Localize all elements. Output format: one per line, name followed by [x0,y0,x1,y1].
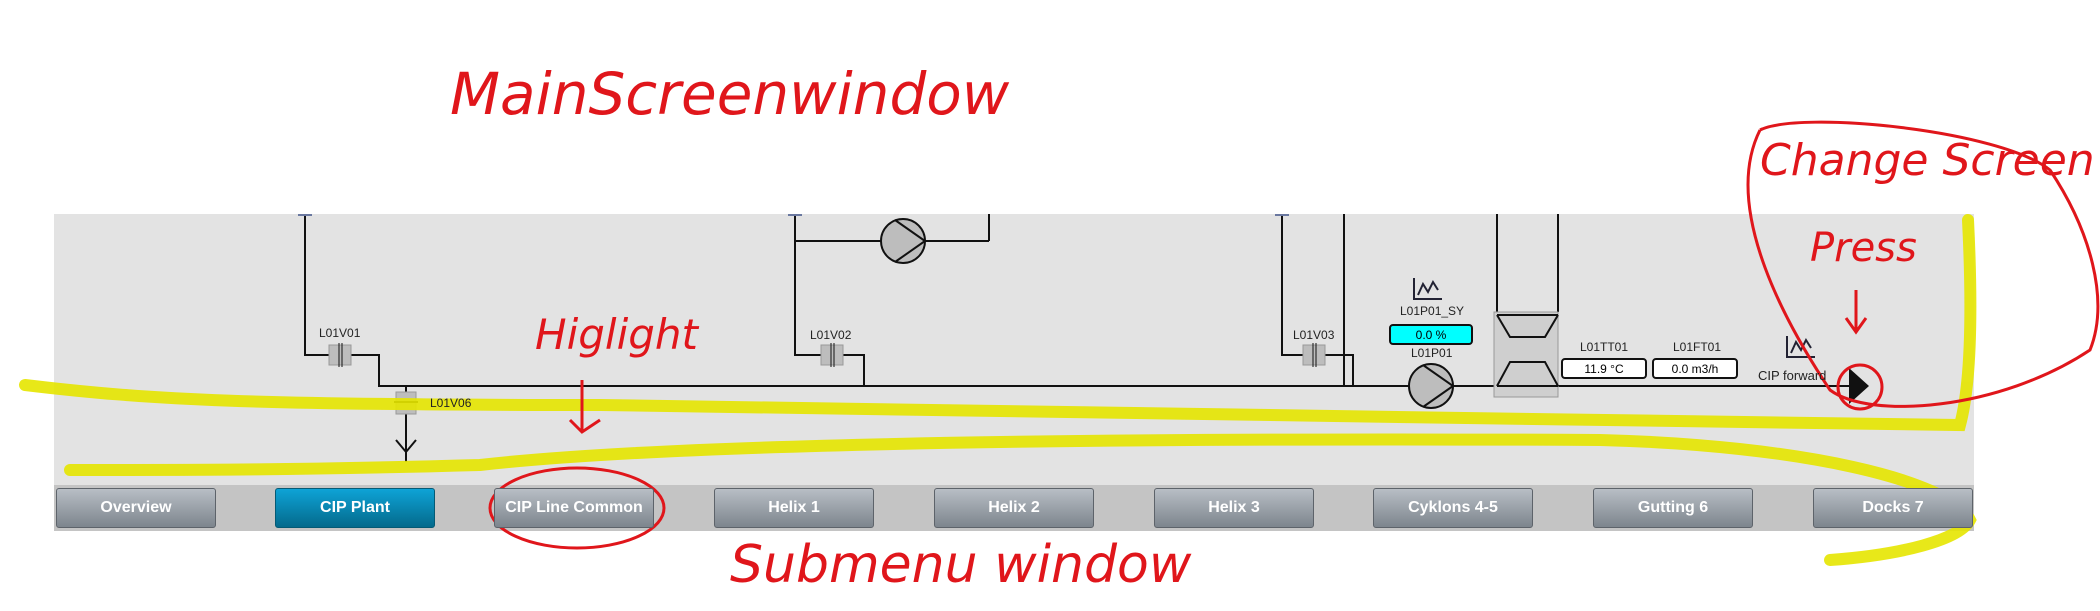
cip-forward-arrow-icon[interactable] [1849,368,1869,404]
cip-forward-label[interactable]: CIP forward [1758,368,1827,383]
valve-L01V02-icon[interactable] [820,343,844,367]
nav-overview-button[interactable]: Overview [56,488,216,528]
highlight-stroke [19,214,1977,432]
nav-docks-7-button[interactable]: Docks 7 [1813,488,1973,528]
nav-gutting-6-button[interactable]: Gutting 6 [1593,488,1753,528]
annotation-main-window: MainScreenwindow [450,60,1010,128]
nav-helix-2-button[interactable]: Helix 2 [934,488,1094,528]
nav-cip-line-common-button[interactable]: CIP Line Common [494,488,654,528]
temp-label: L01TT01 [1580,340,1629,354]
pump-L01P01-icon[interactable] [1408,363,1455,409]
pump-label: L01P01 [1411,346,1453,360]
pump-setpoint-value[interactable]: 0.0 % [1389,324,1473,345]
pump-icon[interactable] [880,218,927,264]
valve-label: L01V06 [430,396,472,410]
valve-label: L01V02 [810,328,852,342]
flow-value: 0.0 m3/h [1652,358,1738,379]
annotation-submenu-window: Submenu window [730,535,1192,595]
annotation-press: Press [1810,225,1917,271]
valve-L01V03-icon[interactable] [1302,343,1326,367]
temp-value: 11.9 °C [1561,358,1647,379]
valve-label: L01V03 [1293,328,1335,342]
heat-exchanger-icon [1493,311,1559,398]
drain-icon [395,439,417,454]
flow-label: L01FT01 [1673,340,1722,354]
highlight-circle [488,466,666,550]
press-circle [1836,363,1884,411]
pump-setpoint-label: L01P01_SY [1400,304,1465,318]
valve-L01V01-icon[interactable] [328,343,352,367]
nav-helix-1-button[interactable]: Helix 1 [714,488,874,528]
trend-icon[interactable] [1786,336,1815,358]
main-pipe [304,214,1849,387]
nav-helix-3-button[interactable]: Helix 3 [1154,488,1314,528]
nav-cip-plant-button[interactable]: CIP Plant [275,488,435,528]
change-screen-circle [1746,120,2100,408]
trend-icon[interactable] [1413,278,1442,300]
annotation-highlight: Higlight [535,310,698,359]
highlight-arrow [568,380,601,434]
valve-label: L01V01 [319,326,361,340]
press-arrow [1844,290,1868,335]
nav-cyklons-button[interactable]: Cyklons 4-5 [1373,488,1533,528]
annotation-change-screen: Change Screen [1760,135,2095,186]
